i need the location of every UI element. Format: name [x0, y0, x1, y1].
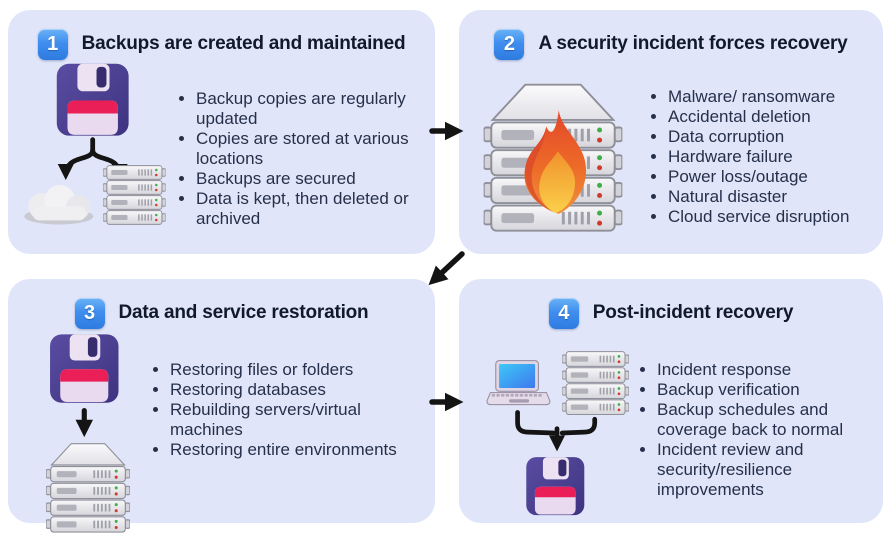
panel-2-title: A security incident forces recovery: [538, 33, 848, 54]
panel-step-2: 2 A security incident forces recovery Ma…: [459, 10, 883, 254]
panel-4-title: Post-incident recovery: [592, 302, 794, 323]
bullet-item: Data corruption: [668, 127, 883, 147]
bullet-item: Backup verification: [657, 380, 883, 400]
bullet-item: Power loss/outage: [668, 167, 883, 187]
server-stack-icon: [562, 351, 629, 416]
bullet-item: Restoring files or folders: [170, 360, 398, 380]
panel-1-graphic: [18, 61, 170, 227]
bullet-item: Cloud service disruption: [668, 207, 883, 227]
laptop-icon: [486, 360, 551, 406]
panel-1-bullet-list: Backup copies are regularly updated Copi…: [174, 89, 412, 229]
floppy-disk-icon: [56, 63, 129, 136]
floppy-disk-icon: [50, 334, 119, 403]
panel-2-header: 2 A security incident forces recovery: [459, 27, 883, 61]
panel-4-body: Incident response Backup verification Ba…: [459, 330, 883, 518]
arrow-step2-to-step3-icon: [428, 251, 465, 286]
arrow-step3-to-step4-icon: [429, 392, 464, 412]
cloud-icon: [24, 184, 94, 225]
server-stack-icon: [46, 443, 130, 533]
panel-4-header: 4 Post-incident recovery: [459, 296, 883, 330]
panel-2-graphic: [477, 77, 629, 253]
bullet-item: Malware/ ransomware: [668, 87, 883, 107]
bullet-item: Incident response: [657, 360, 883, 380]
floppy-disk-icon: [526, 457, 585, 516]
step-2-badge: 2: [494, 28, 525, 60]
bullet-item: Restoring entire environments: [170, 440, 398, 460]
bullet-item: Hardware failure: [668, 147, 883, 167]
panel-4-graphic: [485, 342, 635, 518]
panel-3-title: Data and service restoration: [118, 302, 369, 323]
bullet-item: Natural disaster: [668, 187, 883, 207]
step-4-badge: 4: [548, 297, 579, 329]
panel-1-body: Backup copies are regularly updated Copi…: [8, 61, 435, 229]
panel-2-bullet-list: Malware/ ransomware Accidental deletion …: [646, 87, 883, 227]
bullet-item: Backup schedules and coverage back to no…: [657, 400, 883, 440]
panel-1-header: 1 Backups are created and maintained: [8, 27, 435, 61]
step-3-badge: 3: [74, 297, 105, 329]
panel-2-body: Malware/ ransomware Accidental deletion …: [459, 61, 883, 253]
bullet-item: Restoring databases: [170, 380, 398, 400]
panel-1-title: Backups are created and maintained: [81, 33, 406, 54]
bullet-item: Backup copies are regularly updated: [196, 89, 412, 129]
bullet-item: Incident review and security/resilience …: [657, 440, 883, 500]
panel-3-graphic: [46, 332, 130, 533]
panel-3-bullet-list: Restoring files or folders Restoring dat…: [148, 360, 398, 460]
panel-3-body: Restoring files or folders Restoring dat…: [8, 330, 435, 533]
bullet-item: Accidental deletion: [668, 107, 883, 127]
step-1-badge: 1: [37, 28, 68, 60]
server-stack-icon: [103, 165, 166, 225]
bullet-item: Rebuilding servers/virtual machines: [170, 400, 398, 440]
bullet-item: Copies are stored at various locations: [196, 129, 412, 169]
merge-arrows-icon: [515, 410, 598, 452]
panel-step-3: 3 Data and service restoration Restoring…: [8, 279, 435, 533]
panel-step-4: 4 Post-incident recovery Incident respon…: [459, 279, 883, 523]
panel-4-bullet-list: Incident response Backup verification Ba…: [635, 360, 883, 500]
panel-step-1: 1 Backups are created and maintained Bac…: [8, 10, 435, 254]
arrow-step1-to-step2-icon: [429, 121, 464, 141]
bullet-item: Data is kept, then deleted or archived: [196, 189, 412, 229]
bullet-item: Backups are secured: [196, 169, 412, 189]
panel-3-header: 3 Data and service restoration: [8, 296, 435, 330]
